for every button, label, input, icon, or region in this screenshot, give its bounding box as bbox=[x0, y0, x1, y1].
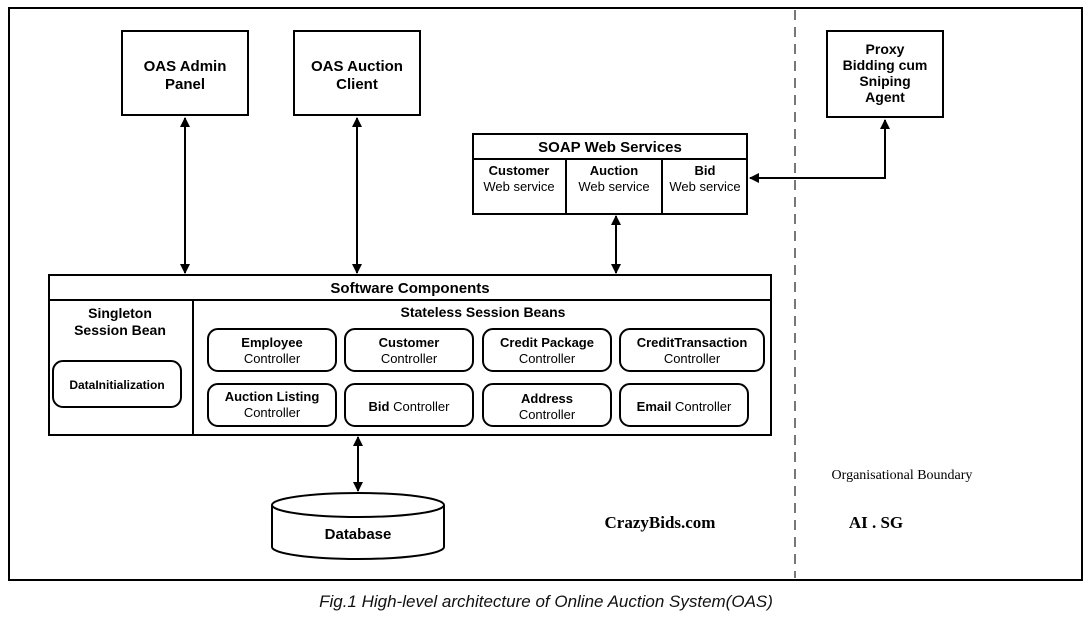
soap-web-services-node: SOAP Web Services Customer Web service A… bbox=[472, 133, 748, 215]
customer-controller-sub: Controller bbox=[381, 351, 438, 366]
credit-transaction-controller-sub: Controller bbox=[664, 351, 721, 366]
employee-controller: Employee Controller bbox=[207, 328, 337, 372]
auction-client-label-line1: OAS Auction bbox=[311, 58, 403, 75]
auction-listing-controller-sub: Controller bbox=[244, 405, 301, 420]
database-label: Database bbox=[325, 526, 392, 543]
data-initialization-bean: DataInitialization bbox=[52, 360, 182, 408]
proxy-agent-label-line4: Agent bbox=[865, 89, 905, 105]
proxy-agent-label-line1: Proxy bbox=[866, 41, 905, 57]
employee-controller-sub: Controller bbox=[244, 351, 301, 366]
admin-panel-node: OAS Admin Panel bbox=[121, 30, 249, 116]
soap-service-customer-sub: Web service bbox=[483, 179, 554, 194]
employee-controller-title: Employee bbox=[241, 335, 302, 350]
proxy-agent-label-line2: Bidding cum bbox=[843, 57, 928, 73]
auction-listing-controller: Auction Listing Controller bbox=[207, 383, 337, 427]
soap-service-auction-sub: Web service bbox=[578, 179, 649, 194]
credit-package-controller: Credit Package Controller bbox=[482, 328, 612, 372]
auction-client-label-line2: Client bbox=[336, 76, 378, 93]
soap-service-bid-sub: Web service bbox=[669, 179, 740, 194]
soap-service-customer-title: Customer bbox=[489, 163, 550, 178]
customer-controller-title: Customer bbox=[379, 335, 440, 350]
soap-service-bid-title: Bid bbox=[695, 163, 716, 178]
address-controller: Address Controller bbox=[482, 383, 612, 427]
bid-controller-title: Bid bbox=[369, 399, 390, 414]
address-controller-sub: Controller bbox=[519, 407, 576, 422]
soap-title: SOAP Web Services bbox=[538, 139, 682, 156]
diagram-frame bbox=[8, 7, 1083, 581]
arrow-proxy-to-bid-service bbox=[749, 119, 890, 183]
email-controller-label: Email Controller bbox=[637, 399, 732, 414]
address-controller-title: Address bbox=[521, 391, 573, 406]
admin-panel-label-line2: Panel bbox=[165, 76, 205, 93]
email-controller: Email Controller bbox=[619, 383, 749, 427]
auction-listing-controller-title: Auction Listing bbox=[225, 389, 320, 404]
ai-sg-label: AI . SG bbox=[849, 513, 903, 532]
soap-service-auction-title: Auction bbox=[590, 163, 638, 178]
software-components-node: Software Components Singleton Session Be… bbox=[48, 274, 772, 436]
singleton-title-line2: Session Bean bbox=[74, 322, 166, 338]
organisational-boundary-label: Organisational Boundary bbox=[832, 468, 973, 483]
credit-package-controller-title: Credit Package bbox=[500, 335, 594, 350]
crazybids-label: CrazyBids.com bbox=[605, 513, 716, 532]
singleton-title-line1: Singleton bbox=[88, 305, 152, 321]
credit-package-controller-sub: Controller bbox=[519, 351, 576, 366]
email-controller-sub: Controller bbox=[675, 399, 732, 414]
proxy-agent-node: Proxy Bidding cum Sniping Agent bbox=[826, 30, 944, 118]
admin-panel-label-line1: OAS Admin bbox=[144, 58, 227, 75]
auction-client-node: OAS Auction Client bbox=[293, 30, 421, 116]
proxy-agent-label-line3: Sniping bbox=[859, 73, 910, 89]
bid-controller-label: Bid Controller bbox=[369, 399, 451, 414]
email-controller-title: Email bbox=[637, 399, 672, 414]
architecture-diagram: OAS Admin Panel OAS Auction Client Proxy… bbox=[8, 7, 1083, 581]
credit-transaction-controller: CreditTransaction Controller bbox=[619, 328, 765, 372]
customer-controller: Customer Controller bbox=[344, 328, 474, 372]
figure-caption: Fig.1 High-level architecture of Online … bbox=[319, 592, 773, 611]
bid-controller: Bid Controller bbox=[344, 383, 474, 427]
stateless-title: Stateless Session Beans bbox=[401, 304, 566, 320]
software-components-title: Software Components bbox=[330, 280, 489, 297]
bid-controller-sub: Controller bbox=[393, 399, 450, 414]
database-node: Database bbox=[271, 492, 445, 560]
credit-transaction-controller-title: CreditTransaction bbox=[637, 335, 748, 350]
data-initialization-label: DataInitialization bbox=[69, 378, 164, 392]
